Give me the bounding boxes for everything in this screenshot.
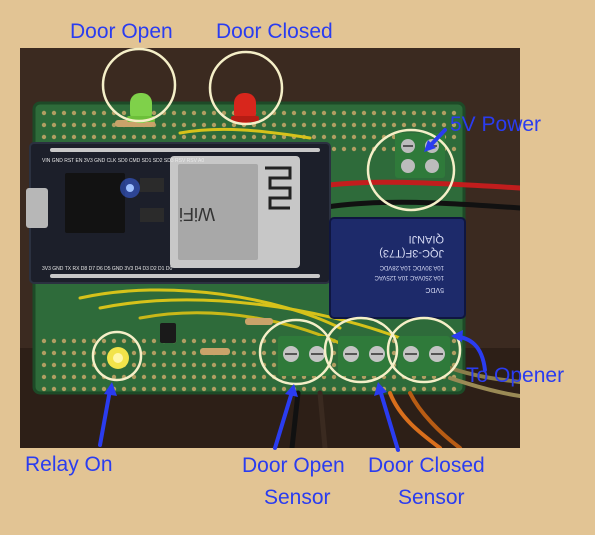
relay: 5VDC 10A 250VAC 10A 125VAC 10A 30VDC 10A… [329,217,466,319]
door-open-sensor-label-line1: Door Open [242,454,345,477]
door-closed-sensor-arrow [378,388,400,452]
relay-model: JQC-3F(T73) [379,247,444,259]
door-open-sensor-circle [258,318,334,386]
wifi-module-label: WiFi [179,204,215,224]
relay-on-led-circle [91,330,143,382]
relay-on-arrow [98,388,112,447]
nodemcu-board: WiFi VIN GND RST EN 3V3 GND CLK SD0 CMD … [26,142,331,284]
circuit-board-illustration: WiFi VIN GND RST EN 3V3 GND CLK SD0 CMD … [20,48,520,448]
red-led [231,93,259,123]
door-closed-sensor-label-line1: Door Closed [368,454,485,477]
door-closed-sensor-circle [323,316,399,384]
relay-rating-2: 10A 30VDC 10A 28VDC [379,264,444,270]
pin-labels-bottom: 3V3 GND TX RX D8 D7 D6 D5 GND 3V3 D4 D3 … [42,266,172,272]
sensor-terminals [278,336,450,376]
pin-labels-top: VIN GND RST EN 3V3 GND CLK SD0 CMD SD1 S… [42,158,204,164]
door-closed-label: Door Closed [216,20,333,43]
power-terminal-circle [366,128,456,212]
relay-coil-text: 5VDC [425,286,444,293]
power-label: 5V Power [450,113,542,136]
relay-on-label: Relay On [25,453,113,476]
door-closed-led-circle [208,50,284,126]
door-closed-sensor-label-line2: Sensor [398,486,465,509]
relay-rating-1: 10A 250VAC 10A 125VAC [374,274,444,280]
to-opener-label: To Opener [466,364,565,387]
relay-brand: QIANJI [409,233,444,245]
to-opener-circle [386,316,462,384]
door-open-sensor-arrow [273,390,294,450]
door-open-led-circle [101,47,177,123]
door-open-sensor-label-line2: Sensor [264,486,331,509]
door-open-label: Door Open [70,20,173,43]
yellow-led [107,347,129,369]
